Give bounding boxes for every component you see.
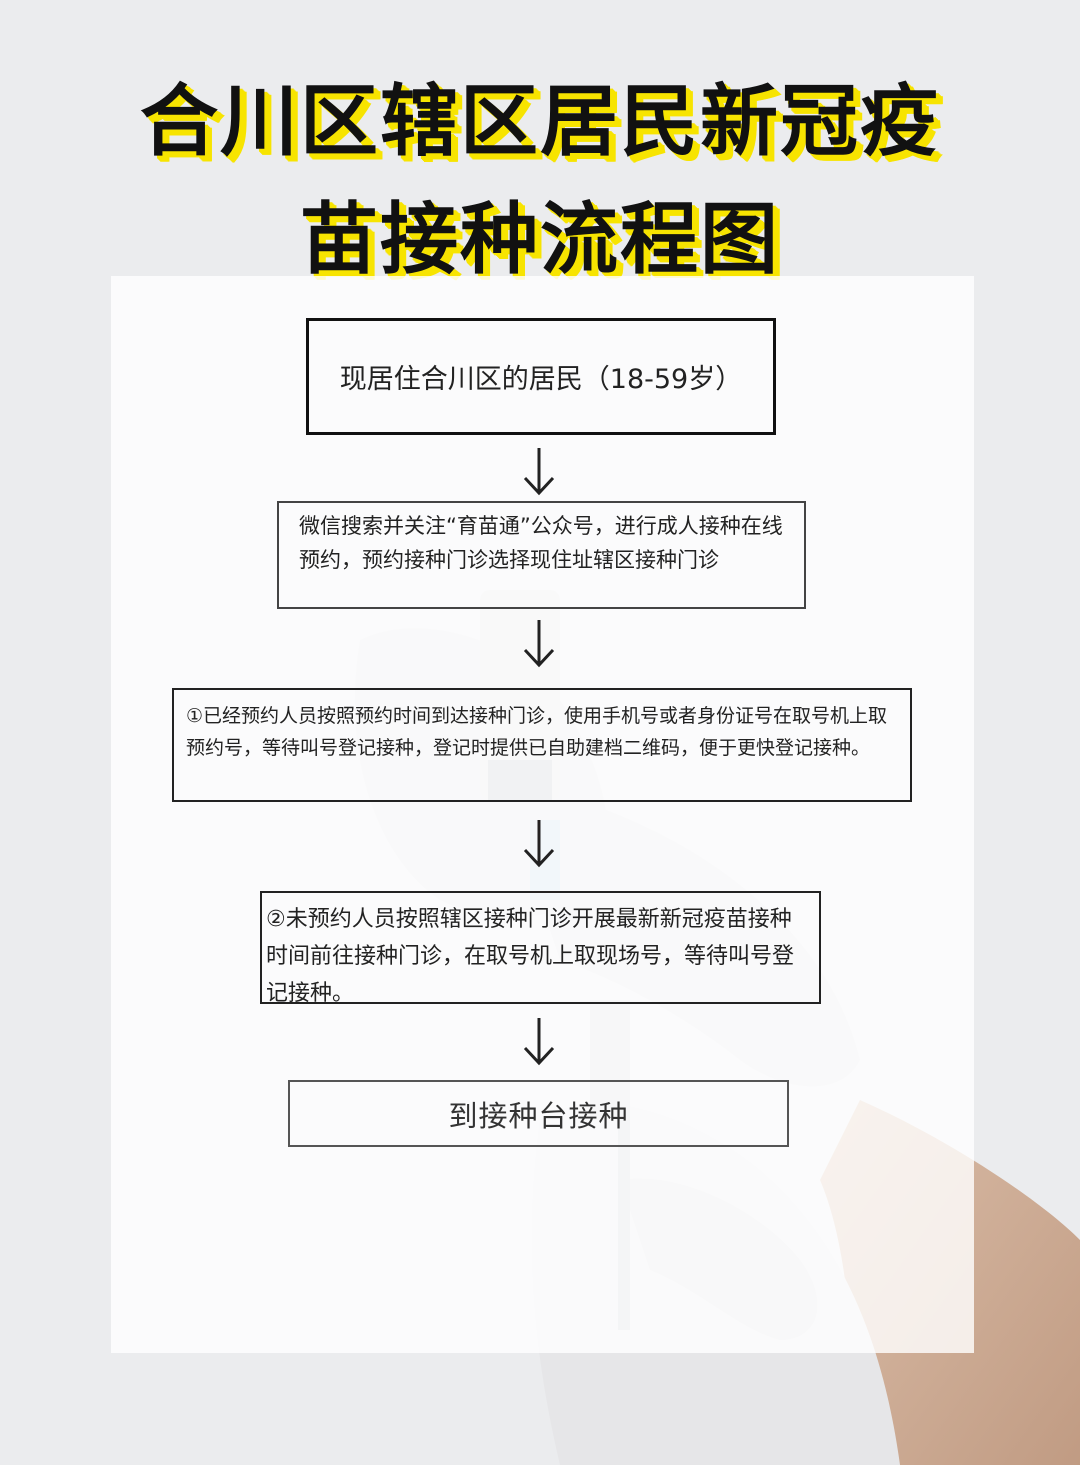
flow-step3-text: ②未预约人员按照辖区接种门诊开展最新新冠疫苗接种时间前往接种门诊，在取号机上取现… (266, 907, 795, 1006)
arrow-down-icon (523, 448, 555, 496)
arrow-down-icon (523, 620, 555, 668)
flow-step1-box: 微信搜索并关注“育苗通”公众号，进行成人接种在线预约，预约接种门诊选择现住址辖区… (277, 501, 806, 609)
flow-start-text: 现居住合川区的居民（18-59岁） (339, 364, 743, 395)
flow-step1-text: 微信搜索并关注“育苗通”公众号，进行成人接种在线预约，预约接种门诊选择现住址辖区… (299, 514, 783, 572)
flow-step2-text: ①已经预约人员按照预约时间到达接种门诊，使用手机号或者身份证号在取号机上取预约号… (186, 705, 888, 759)
page-title-line1: 合川区辖区居民新冠疫 (139, 77, 940, 167)
flow-end-text: 到接种台接种 (448, 1098, 629, 1133)
flowchart-panel (111, 276, 974, 1353)
arrow-down-icon (523, 1018, 555, 1066)
flow-end-box: 到接种台接种 (288, 1080, 789, 1147)
flow-step3-box: ②未预约人员按照辖区接种门诊开展最新新冠疫苗接种时间前往接种门诊，在取号机上取现… (260, 891, 821, 1006)
page-title-line2: 苗接种流程图 (299, 195, 780, 285)
flow-start-box: 现居住合川区的居民（18-59岁） (306, 318, 776, 435)
flow-step2-box: ①已经预约人员按照预约时间到达接种门诊，使用手机号或者身份证号在取号机上取预约号… (172, 688, 912, 802)
arrow-down-icon (523, 820, 555, 868)
